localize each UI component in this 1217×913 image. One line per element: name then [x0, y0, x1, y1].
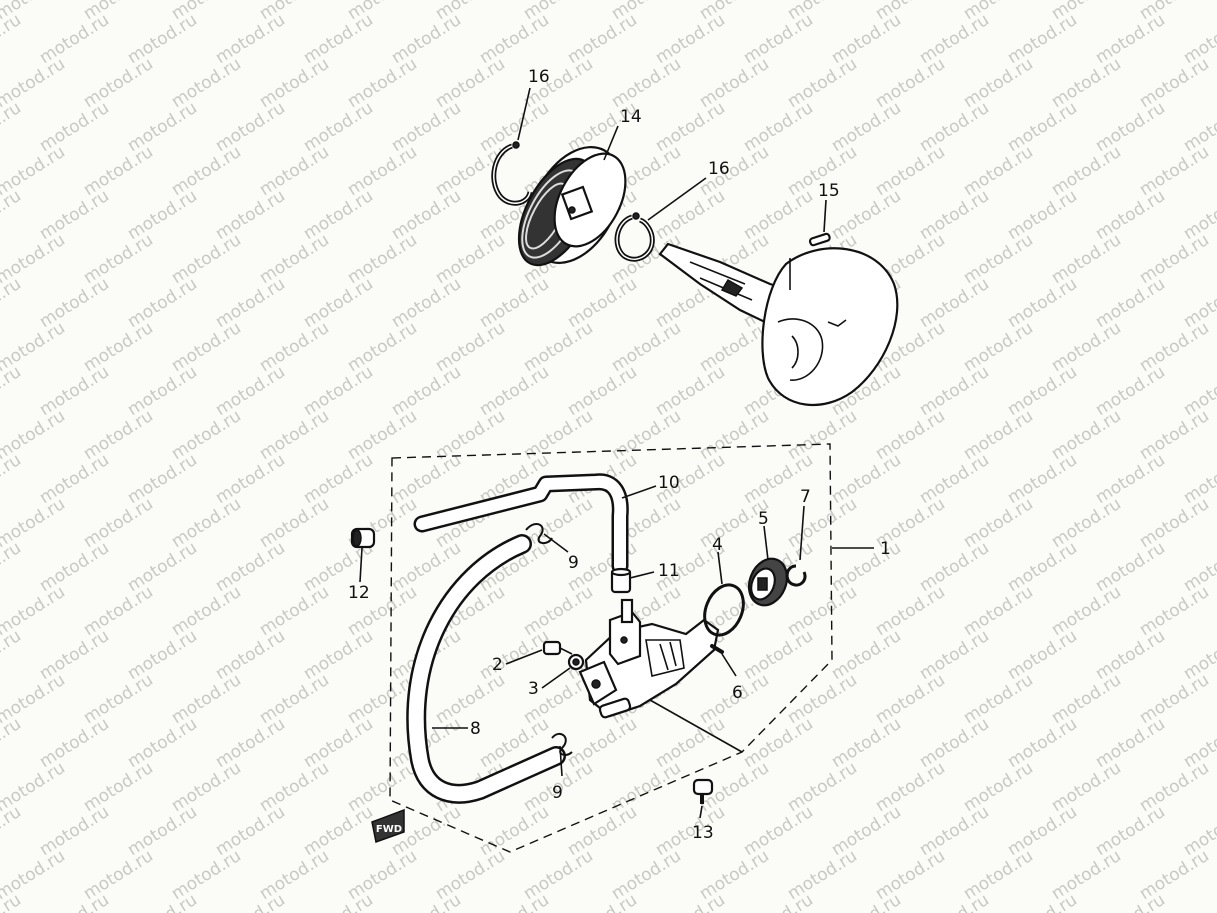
watermark-text: motod.ru: [0, 274, 25, 332]
watermark-text: motod.ru: [0, 186, 25, 244]
watermark-text: motod.ru: [0, 626, 25, 684]
hose-8: [406, 534, 566, 804]
pin-15: [808, 232, 831, 247]
drive-gear-5: [747, 557, 789, 607]
watermark-text: motod.ru: [0, 362, 25, 420]
watermark-text: motod.ru: [476, 890, 553, 913]
leader-lines: [359, 87, 874, 819]
watermark-text: motod.ru: [1004, 890, 1081, 913]
cap-12: [350, 527, 376, 549]
callout-9-lower: 9: [552, 783, 563, 803]
front-direction-marker: FWD: [371, 808, 405, 843]
circlip-16-left: [491, 141, 533, 206]
watermark-text: motod.ru: [1180, 890, 1217, 913]
callout-1: 1: [880, 539, 891, 559]
callout-numbers: 16 14 16 15 1 10 11 4 5 7 6 9 9 2 3 8 12…: [348, 67, 891, 843]
callout-4: 4: [712, 535, 723, 555]
watermark-text: motod.ru: [652, 890, 729, 913]
callout-15: 15: [818, 181, 840, 201]
callout-10: 10: [658, 473, 680, 493]
bolt-13: [692, 778, 714, 804]
callout-8: 8: [470, 719, 481, 739]
watermark-text: motod.ru: [916, 890, 993, 913]
callout-7: 7: [800, 487, 811, 507]
callout-16-right: 16: [708, 159, 730, 179]
callout-12: 12: [348, 583, 370, 603]
watermark-text: motod.ru: [388, 890, 465, 913]
watermark-text: motod.ru: [0, 98, 25, 156]
watermark-text: motod.ru: [0, 450, 25, 508]
watermark-text: motod.ru: [0, 538, 25, 596]
watermark-text: motod.ru: [36, 890, 113, 913]
watermark-text: motod.ru: [564, 890, 641, 913]
callout-6: 6: [732, 683, 743, 703]
clip-9-lower: [551, 732, 573, 756]
callout-13: 13: [692, 823, 714, 843]
oil-pump-body: [578, 598, 720, 719]
o-ring-4: [703, 583, 745, 637]
front-marker-text: FWD: [376, 824, 402, 835]
pulley-14: [517, 146, 627, 267]
callout-14: 14: [620, 107, 642, 127]
shaft-and-flywheel: [658, 242, 899, 406]
sleeve-11: [610, 567, 632, 594]
clip-9-upper: [525, 522, 553, 544]
watermark-text: motod.ru: [0, 802, 25, 860]
watermark-text: motod.ru: [1092, 890, 1169, 913]
circlip-7: [785, 564, 807, 587]
callout-2: 2: [492, 655, 503, 675]
callout-16-top: 16: [528, 67, 550, 87]
watermark-text: motod.ru: [0, 714, 25, 772]
washer-3: [567, 653, 585, 671]
watermark-text: motod.ru: [124, 890, 201, 913]
callout-11: 11: [658, 561, 680, 581]
pin-6: [710, 644, 724, 654]
hose-10: [413, 473, 629, 575]
callout-5: 5: [758, 509, 769, 529]
watermark-text: motod.ru: [0, 10, 25, 68]
watermark-text: motod.ru: [740, 890, 817, 913]
watermark-text: motod.ru: [212, 890, 289, 913]
callout-3: 3: [528, 679, 539, 699]
circlip-16-right: [614, 212, 655, 262]
screw-2: [542, 640, 573, 656]
watermark-text: motod.ru: [300, 890, 377, 913]
watermark-text: motod.ru: [828, 890, 905, 913]
callout-9-upper: 9: [568, 553, 579, 573]
